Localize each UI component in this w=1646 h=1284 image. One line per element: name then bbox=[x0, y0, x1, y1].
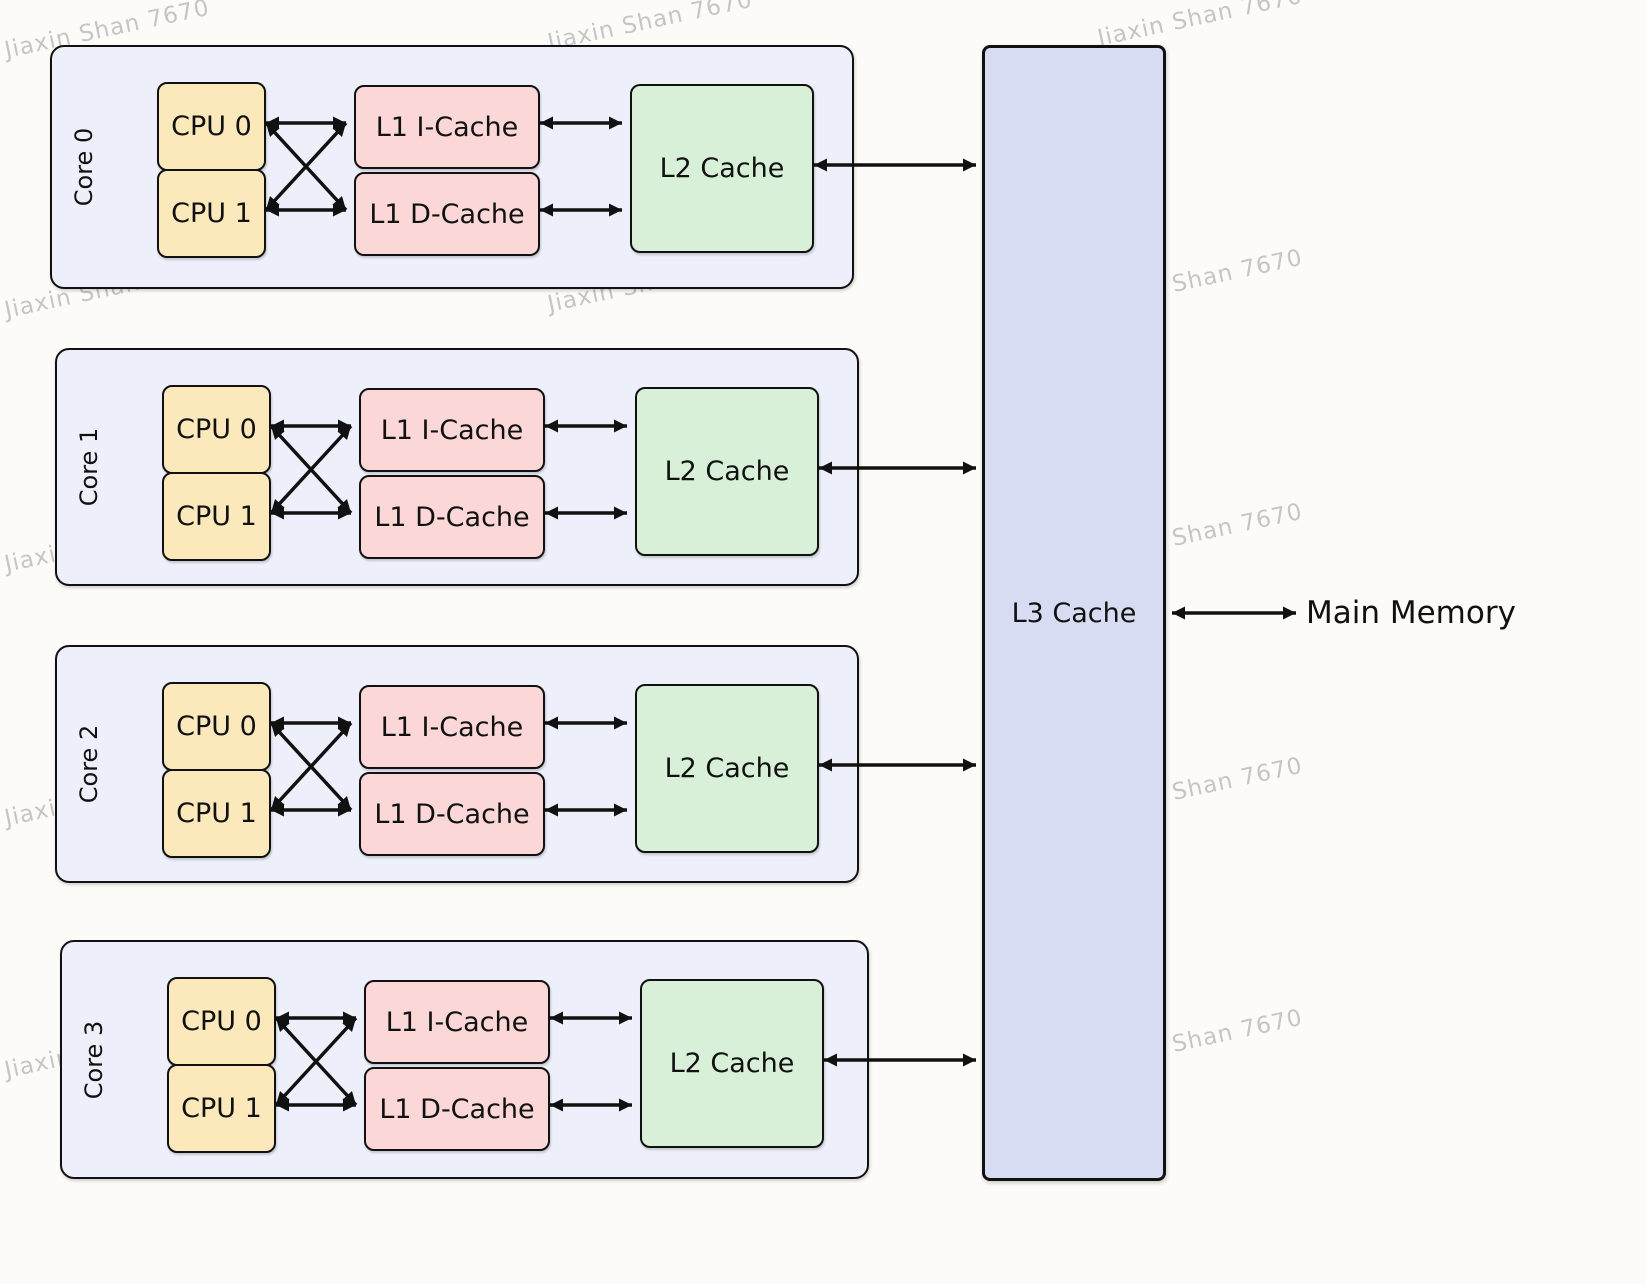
core-0-l1-icache-box: L1 I-Cache bbox=[354, 85, 540, 169]
core-1-l1-icache-box: L1 I-Cache bbox=[359, 388, 545, 472]
core-3-l1-icache-box: L1 I-Cache bbox=[364, 980, 550, 1064]
core-3-container: Core 3 CPU 0 CPU 1 L1 I-Cache L1 D-Cache… bbox=[60, 940, 869, 1179]
core-2-container: Core 2 CPU 0 CPU 1 L1 I-Cache L1 D-Cache… bbox=[55, 645, 859, 883]
core-0-l1-dcache-box: L1 D-Cache bbox=[354, 172, 540, 256]
watermark-text: Jiaxin Shan 7670 bbox=[1095, 0, 1305, 52]
core-0-l2-cache-box: L2 Cache bbox=[630, 84, 814, 253]
core-2-cpu-1-box: CPU 1 bbox=[162, 769, 271, 858]
core-2-l1-icache-box: L1 I-Cache bbox=[359, 685, 545, 769]
core-0-container: Core 0 CPU 0 CPU 1 L1 I-Cache L1 D-Cache… bbox=[50, 45, 854, 289]
core-1-label-wrap: Core 1 bbox=[57, 350, 121, 584]
core-3-label-wrap: Core 3 bbox=[62, 942, 126, 1177]
core-0-cpu-1-box: CPU 1 bbox=[157, 169, 266, 258]
main-memory-label: Main Memory bbox=[1306, 595, 1516, 631]
core-0-label: Core 0 bbox=[70, 127, 99, 207]
core-1-cpu-0-box: CPU 0 bbox=[162, 385, 271, 474]
core-3-l2-cache-box: L2 Cache bbox=[640, 979, 824, 1148]
core-3-cpu-1-box: CPU 1 bbox=[167, 1064, 276, 1153]
core-3-cpu-0-box: CPU 0 bbox=[167, 977, 276, 1066]
core-2-l1-dcache-box: L1 D-Cache bbox=[359, 772, 545, 856]
core-1-l2-cache-box: L2 Cache bbox=[635, 387, 819, 556]
core-0-label-wrap: Core 0 bbox=[52, 47, 116, 287]
core-1-container: Core 1 CPU 0 CPU 1 L1 I-Cache L1 D-Cache… bbox=[55, 348, 859, 586]
core-1-l1-dcache-box: L1 D-Cache bbox=[359, 475, 545, 559]
core-3-l1-dcache-box: L1 D-Cache bbox=[364, 1067, 550, 1151]
core-1-label: Core 1 bbox=[75, 427, 104, 507]
core-3-label: Core 3 bbox=[80, 1020, 109, 1099]
core-2-l2-cache-box: L2 Cache bbox=[635, 684, 819, 853]
core-1-cpu-1-box: CPU 1 bbox=[162, 472, 271, 561]
l3-cache-box: L3 Cache bbox=[982, 45, 1166, 1181]
l3-cache-label: L3 Cache bbox=[1011, 597, 1137, 629]
core-2-label: Core 2 bbox=[75, 724, 104, 804]
core-2-label-wrap: Core 2 bbox=[57, 647, 121, 881]
core-2-cpu-0-box: CPU 0 bbox=[162, 682, 271, 771]
core-0-cpu-0-box: CPU 0 bbox=[157, 82, 266, 171]
